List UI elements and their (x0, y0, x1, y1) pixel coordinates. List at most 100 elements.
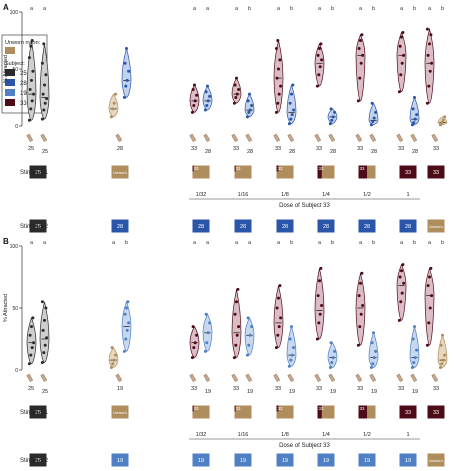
violin-33 (189, 84, 200, 113)
data-point (109, 115, 113, 119)
stimulus2-row-label: Stimulus 2 (20, 224, 49, 230)
stim2-text: Unworn (429, 458, 443, 463)
stim2-box (29, 453, 47, 467)
violin-unworn (437, 334, 448, 368)
stim1-text: 25 (35, 170, 41, 176)
data-point (411, 337, 415, 341)
data-point (43, 343, 47, 347)
violin-unworn (108, 347, 119, 368)
violin-33 (355, 33, 366, 102)
data-point (330, 361, 334, 365)
stim1-box (399, 405, 417, 419)
data-point (277, 67, 280, 71)
data-point (287, 364, 291, 368)
legend-label-19: 19 (20, 91, 27, 97)
vial-icon (396, 373, 404, 382)
data-point (438, 366, 442, 370)
stim2-text: 19 (117, 458, 123, 464)
data-point (234, 96, 238, 99)
data-point (248, 333, 252, 337)
trap-label: 33 (433, 146, 439, 152)
data-point (412, 361, 416, 365)
stim1-text: Unworn (113, 410, 127, 415)
stim1-fill-33 (276, 405, 279, 412)
data-point (245, 115, 249, 119)
legend-swatch-25 (5, 69, 15, 76)
stim2-text: Unworn (429, 224, 443, 229)
dose-value: 1/32 (196, 432, 207, 438)
data-point (110, 346, 114, 350)
data-point (399, 300, 403, 304)
data-point (441, 118, 445, 122)
data-point (369, 366, 373, 370)
data-point (356, 343, 360, 347)
data-point (27, 118, 31, 122)
data-point (319, 42, 323, 46)
data-point (276, 333, 280, 337)
data-point (410, 366, 414, 370)
violin-28 (368, 102, 379, 126)
stim1-box (427, 405, 445, 419)
data-point (208, 94, 212, 98)
stim2-text: 28 (117, 224, 123, 230)
data-point (203, 108, 207, 112)
data-point (411, 107, 415, 111)
stim1-fill-33 (234, 405, 236, 412)
sig-letter: a (400, 6, 404, 12)
trap-label: 19 (205, 389, 211, 395)
data-point (317, 321, 321, 325)
violin-28 (409, 96, 420, 126)
stim1-fill-33 (317, 165, 322, 179)
data-point (274, 46, 278, 50)
data-point (195, 93, 199, 97)
stim2-text: 28 (323, 224, 329, 230)
y-axis-label: % Attracted (3, 55, 9, 83)
sig-letter: a (193, 240, 197, 246)
data-point (413, 96, 416, 99)
dose-value: 1/2 (363, 432, 371, 438)
data-point (429, 33, 433, 37)
dose-value: 1/8 (281, 432, 289, 438)
data-point (235, 300, 238, 304)
violin-28 (121, 47, 132, 98)
stim2-box (234, 453, 252, 467)
data-point (112, 358, 116, 362)
sig-letter: b (331, 240, 334, 246)
dose-value: 1/16 (238, 192, 249, 198)
trap-label: 33 (275, 386, 281, 392)
vial-icon (355, 373, 363, 382)
stim2-text: 28 (364, 224, 370, 230)
data-point (331, 115, 335, 119)
sig-letter: a (206, 240, 210, 246)
data-point (412, 121, 416, 125)
data-point (359, 39, 362, 42)
data-point (359, 281, 362, 285)
sig-letter: a (112, 240, 116, 246)
vial-icon (273, 373, 281, 382)
data-point (111, 362, 115, 366)
data-point (371, 362, 375, 366)
data-point (245, 353, 249, 357)
vial-icon (287, 373, 295, 382)
data-point (123, 312, 127, 316)
stim2-text: 25 (35, 458, 41, 464)
stim1-box (111, 165, 129, 179)
data-point (330, 118, 334, 122)
data-point (32, 341, 36, 345)
sig-letter: a (235, 6, 239, 12)
data-point (114, 92, 118, 96)
data-point (30, 325, 33, 329)
vial-icon (273, 133, 281, 142)
vial-icon (410, 133, 418, 142)
trap-label: 28 (330, 149, 336, 155)
data-point (208, 321, 212, 325)
data-point (288, 337, 292, 341)
data-point (278, 284, 282, 288)
sig-letter: a (43, 240, 47, 246)
data-point (333, 110, 337, 114)
